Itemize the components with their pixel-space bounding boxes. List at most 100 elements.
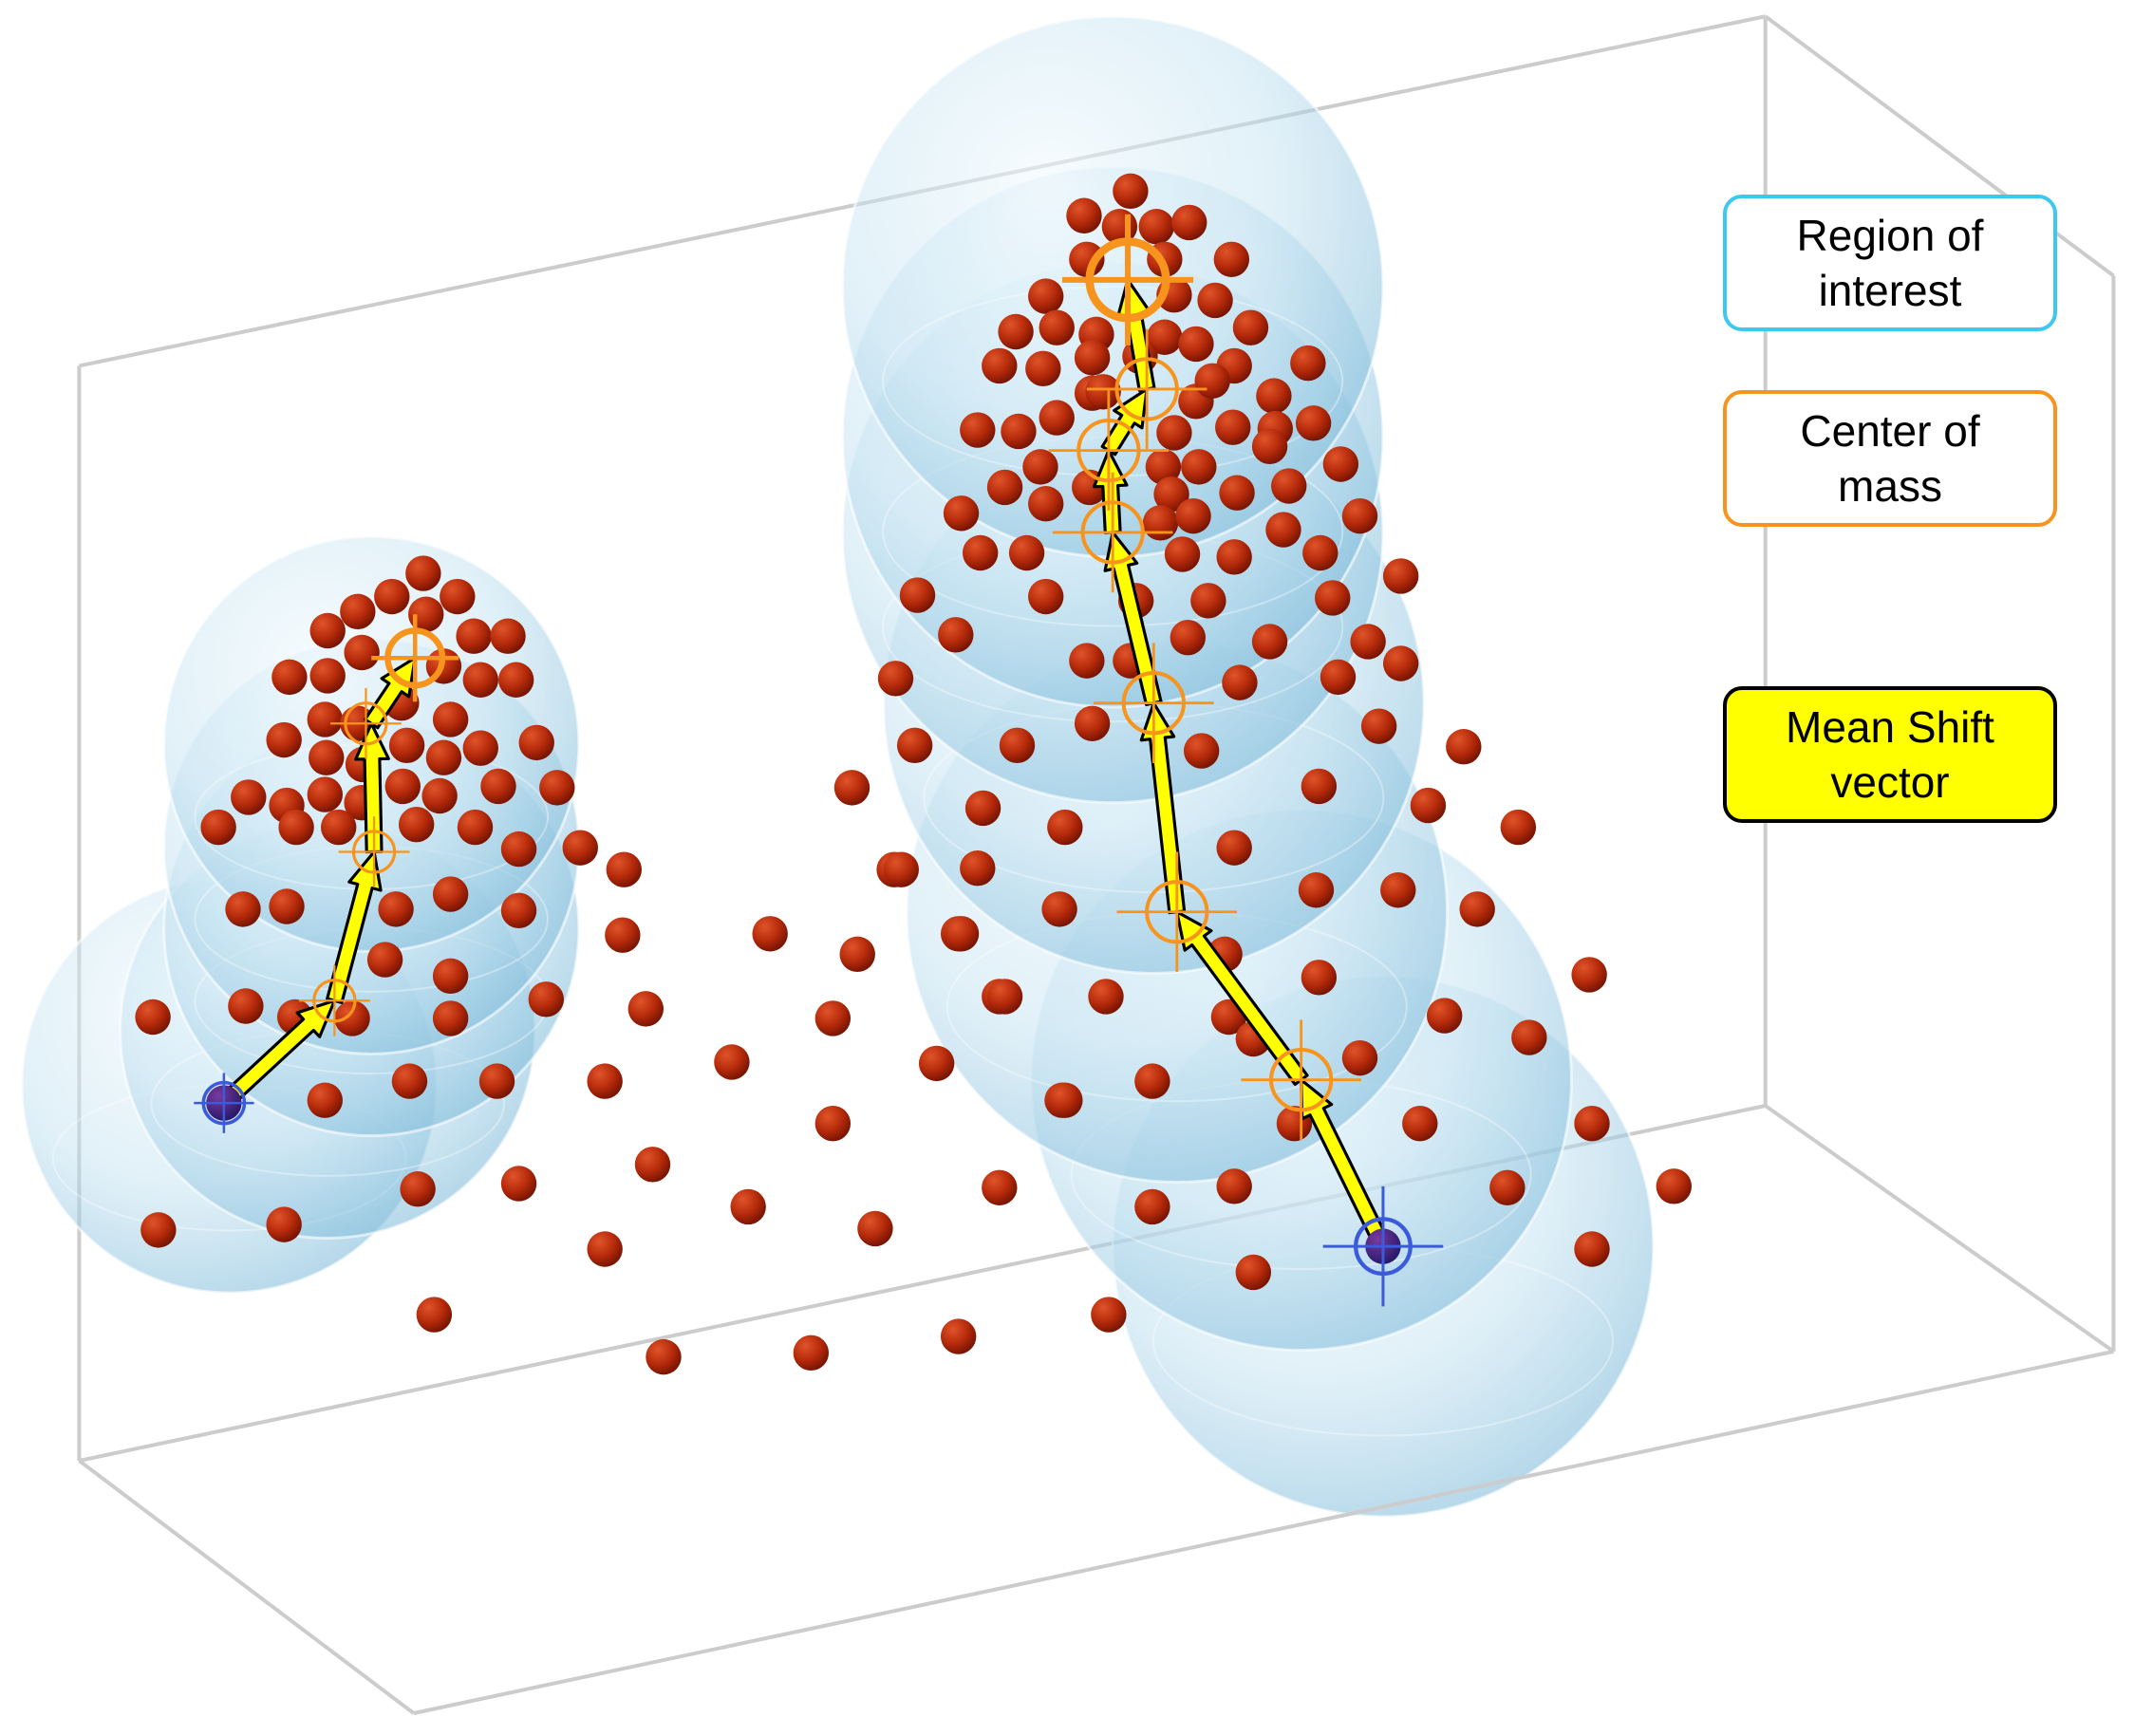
data-point	[814, 1105, 852, 1142]
data-point	[1091, 1297, 1127, 1333]
crosshair-circle-icon	[1241, 1019, 1361, 1140]
data-point	[140, 1212, 177, 1248]
data-point	[490, 618, 526, 654]
data-point	[962, 534, 999, 571]
legend-center-of-mass: Center of mass	[1723, 390, 2057, 527]
data-point	[1271, 468, 1307, 504]
data-point	[793, 1335, 830, 1372]
data-point	[1039, 400, 1075, 436]
data-point	[309, 658, 346, 694]
data-point	[1251, 624, 1288, 660]
data-point	[1574, 1231, 1610, 1267]
data-point	[500, 831, 537, 868]
data-point	[462, 730, 498, 766]
data-point	[1500, 809, 1537, 846]
data-point	[1028, 486, 1064, 522]
arrow-icon	[1100, 387, 1149, 457]
data-point	[839, 936, 875, 973]
data-point	[606, 851, 642, 887]
data-point	[943, 495, 980, 532]
data-point	[1315, 580, 1351, 616]
data-point	[1142, 505, 1179, 541]
data-point	[1178, 326, 1214, 363]
data-point	[500, 892, 537, 929]
crosshair-circle-icon	[298, 964, 370, 1036]
data-point	[1301, 768, 1338, 805]
data-point	[278, 809, 314, 846]
data-point	[752, 916, 788, 952]
data-point	[1360, 708, 1397, 744]
data-point	[1382, 645, 1419, 681]
data-point	[964, 790, 1001, 827]
data-point	[135, 999, 171, 1036]
data-point	[1041, 891, 1077, 927]
data-point	[1088, 979, 1124, 1015]
data-point	[1022, 449, 1058, 485]
data-point	[225, 891, 261, 927]
data-point	[1066, 197, 1102, 233]
data-point	[405, 555, 441, 591]
crosshair-circle-icon	[1116, 851, 1238, 973]
data-point	[309, 612, 346, 649]
data-point	[1219, 475, 1255, 511]
data-point	[266, 1206, 302, 1242]
data-point	[391, 1063, 428, 1099]
data-point	[1298, 872, 1335, 908]
data-point	[1156, 415, 1192, 451]
data-point	[1216, 539, 1252, 575]
data-point	[1213, 241, 1250, 277]
data-point	[1302, 534, 1338, 571]
data-point	[986, 469, 1023, 506]
arrow-icon	[364, 656, 417, 730]
data-point	[1295, 405, 1332, 441]
data-point	[1426, 998, 1463, 1034]
arrow-icon	[1092, 449, 1129, 534]
data-point	[307, 701, 344, 737]
data-point	[918, 1045, 955, 1082]
data-points	[135, 173, 1693, 1375]
data-point	[1322, 446, 1359, 482]
data-point	[480, 768, 516, 805]
data-point	[1074, 340, 1111, 376]
data-point	[1170, 619, 1206, 656]
final-center-crosshair-icon	[1061, 214, 1194, 345]
data-point	[432, 876, 469, 912]
data-point	[1145, 449, 1182, 485]
box-edge	[1764, 1104, 2115, 1353]
crosshair-circle-icon	[330, 687, 402, 759]
data-point	[940, 1318, 977, 1354]
data-point	[384, 768, 421, 805]
data-point	[730, 1188, 766, 1225]
data-point	[999, 727, 1036, 763]
data-point	[857, 1210, 893, 1247]
data-point	[1350, 624, 1386, 660]
crosshair-circle-icon	[1048, 390, 1170, 511]
data-point	[425, 739, 462, 775]
data-point	[1138, 209, 1174, 245]
data-point	[421, 777, 458, 814]
data-point	[1216, 1168, 1252, 1204]
data-point	[1216, 830, 1252, 866]
data-point	[1008, 534, 1045, 571]
legend-mean-shift-vector: Mean Shift vector	[1723, 686, 2057, 823]
data-point	[400, 1171, 436, 1207]
regions-of-interest	[20, 14, 1656, 1519]
data-point	[269, 888, 305, 924]
data-point	[1194, 363, 1230, 399]
crosshair-circle-icon	[1052, 472, 1173, 593]
data-point	[378, 891, 414, 927]
data-point	[1511, 1019, 1547, 1055]
data-point	[814, 1000, 852, 1036]
data-point	[1215, 409, 1251, 445]
data-point	[587, 1231, 623, 1267]
data-point	[1382, 558, 1419, 594]
data-point	[1113, 173, 1149, 210]
data-point	[998, 313, 1034, 350]
data-point	[366, 942, 403, 978]
data-point	[960, 850, 996, 887]
data-point	[1069, 241, 1105, 277]
data-point	[1402, 1105, 1438, 1142]
data-point	[1069, 643, 1105, 679]
data-point	[1085, 374, 1121, 410]
